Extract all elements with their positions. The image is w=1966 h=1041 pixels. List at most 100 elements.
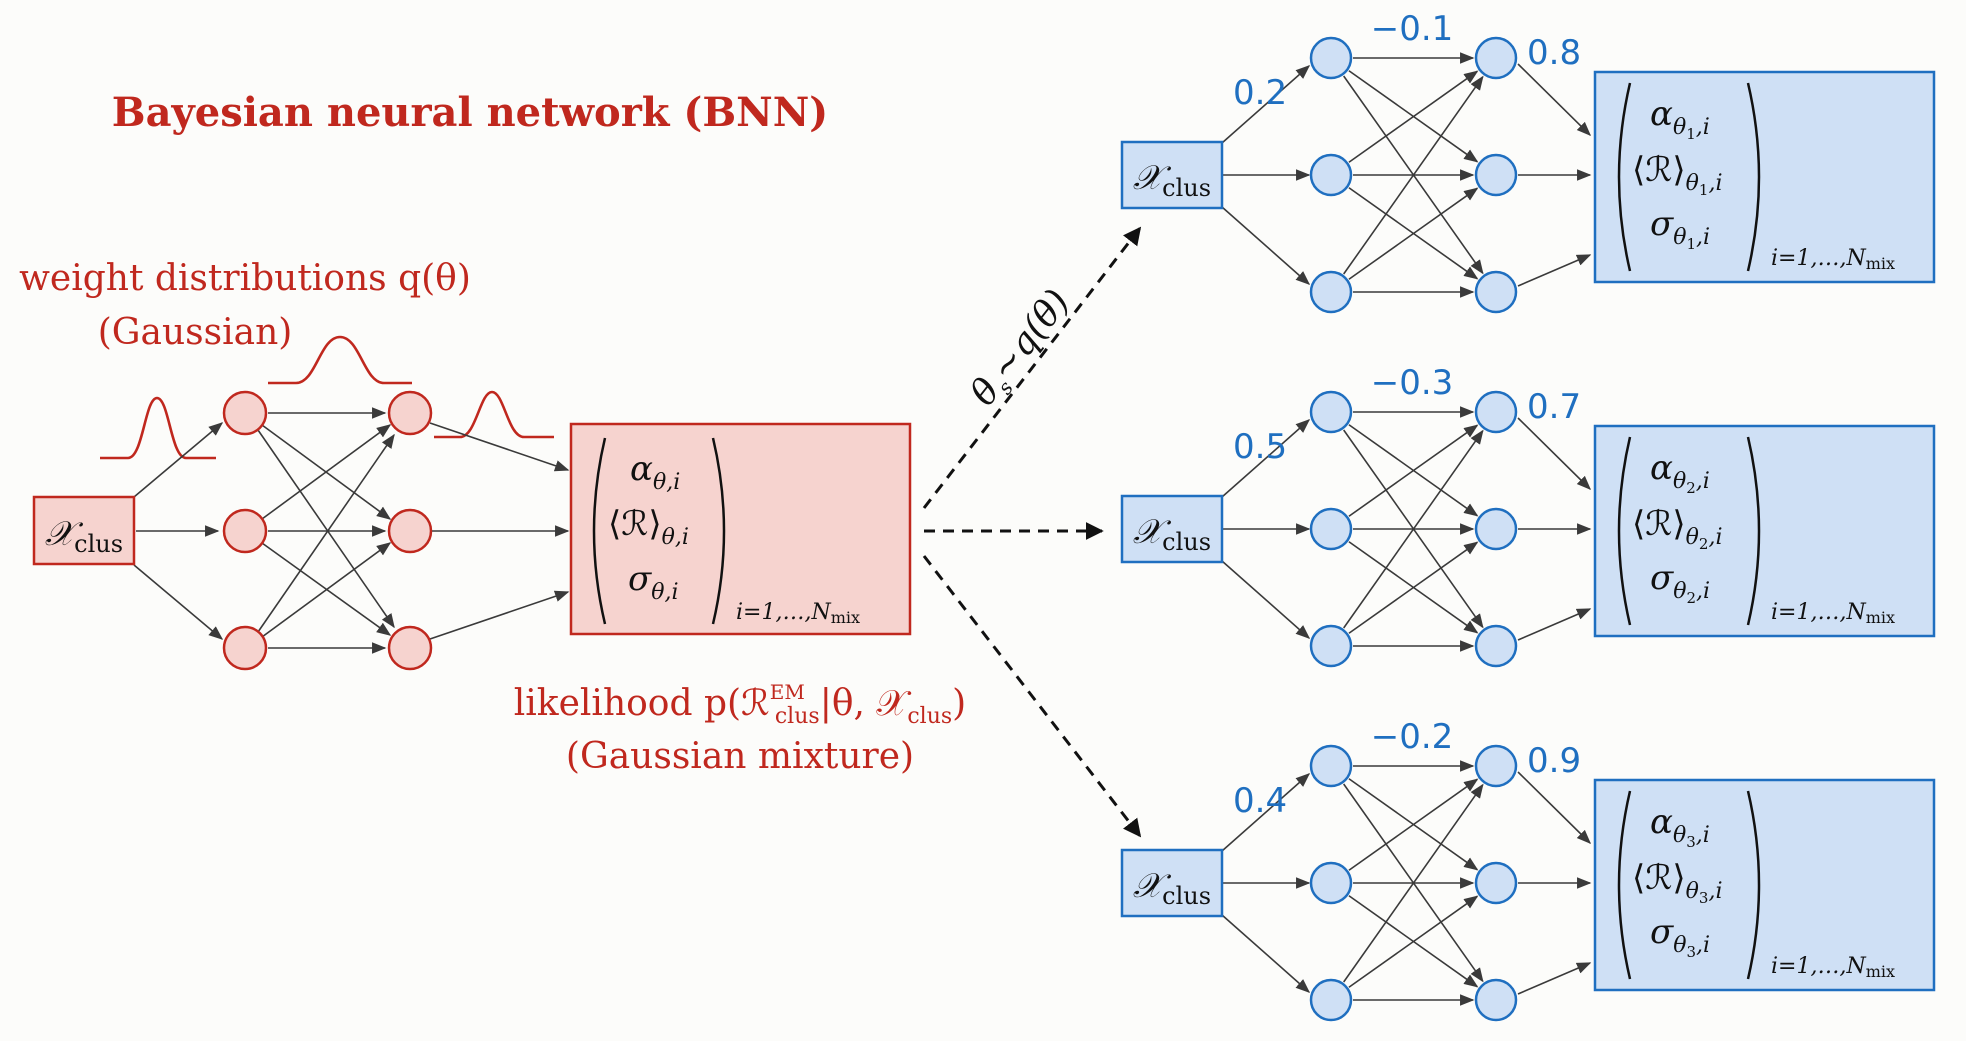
output-R-subscript-i: ,i: [1708, 171, 1722, 196]
output-R-subscript: θ,i: [662, 525, 689, 550]
network-edge: [1221, 773, 1311, 852]
bnn-output-box: αθ,i ⟨ℛ⟩θ,i σθ,i i=1,…,Nmix: [569, 422, 912, 636]
input-subscript: clus: [1162, 528, 1211, 556]
output-range: i=1,…,N: [1771, 246, 1866, 271]
weights-label: weight distributions q(θ): [19, 258, 471, 299]
output-R-subscript: θ: [1686, 171, 1699, 196]
likelihood-end: ): [952, 683, 966, 724]
likelihood-sup: EM: [770, 680, 805, 704]
weight-label-input: 0.5: [1233, 427, 1287, 467]
output-R: ⟨ℛ⟩: [1632, 858, 1686, 898]
svg-text:σθ,i: σθ,i: [628, 559, 679, 605]
network-edge: [1221, 914, 1311, 993]
network-node: [1309, 744, 1353, 788]
network-node: [1309, 624, 1353, 668]
output-range: i=1,…,N: [1771, 600, 1866, 625]
svg-text:⟨ℛ⟩θ1,i: ⟨ℛ⟩θ1,i: [1632, 150, 1722, 199]
network-edge: [1221, 65, 1311, 144]
sample-index: 3: [1686, 833, 1696, 851]
svg-text:αθ3,i: αθ3,i: [1650, 802, 1710, 851]
sampled-network-3: 𝒳clus0.4−0.20.9αθ3,i⟨ℛ⟩θ3,iσθ3,ii=1,…,Nm…: [1120, 717, 1936, 1022]
svg-text:i=1,…,Nmix: i=1,…,Nmix: [1771, 600, 1895, 627]
output-alpha-subscript-i: ,i: [1696, 115, 1710, 140]
svg-text:⟨ℛ⟩θ,i: ⟨ℛ⟩θ,i: [608, 504, 689, 550]
output-sigma: σ: [628, 559, 652, 599]
likelihood-mid: |θ, 𝒳: [820, 683, 912, 724]
weights-sublabel: (Gaussian): [98, 312, 293, 353]
output-R: ⟨ℛ⟩: [1632, 150, 1686, 190]
sample-index: 1: [1686, 125, 1696, 143]
likelihood-sublabel: (Gaussian mixture): [566, 736, 914, 777]
network-node: [1474, 153, 1518, 197]
output-R-subscript: θ: [1686, 879, 1699, 904]
output-sigma-subscript-i: ,i: [1696, 933, 1710, 958]
svg-text:𝒳clus: 𝒳clus: [45, 514, 123, 558]
output-sigma-subscript: θ: [1673, 225, 1686, 250]
sample-index: 2: [1686, 479, 1696, 497]
sample-index: 3: [1686, 943, 1696, 961]
gaussian-curve-2: [268, 335, 412, 385]
svg-text:σθ1,i: σθ1,i: [1650, 204, 1710, 253]
network-node: [1474, 861, 1518, 905]
output-range-subscript: mix: [1866, 962, 1895, 981]
network-edge: [1348, 541, 1479, 634]
network-edge: [1517, 608, 1592, 641]
output-R-subscript-i: ,i: [1708, 879, 1722, 904]
network-edge: [1343, 429, 1484, 629]
network-node: [1309, 270, 1353, 314]
sample-input-box: 𝒳clus: [1120, 494, 1224, 564]
network-node: [1474, 507, 1518, 551]
output-range-subscript: mix: [1866, 608, 1895, 627]
network-node: [1474, 270, 1518, 314]
bnn-hidden2-node: [387, 390, 433, 436]
network-edge: [1517, 962, 1592, 995]
network-node: [1309, 507, 1353, 551]
diagram-title: Bayesian neural network (BNN): [112, 89, 828, 136]
svg-text:αθ,i: αθ,i: [630, 449, 680, 495]
likelihood-sub2: clus: [907, 704, 952, 729]
output-range-subscript: mix: [831, 608, 860, 627]
network-edge: [1221, 206, 1311, 285]
output-sigma: σ: [1650, 912, 1674, 952]
bnn-hidden2-node: [387, 625, 433, 671]
svg-text:i=1,…,Nmix: i=1,…,Nmix: [1771, 954, 1895, 981]
gaussian-curve-1: [100, 396, 216, 460]
output-R: ⟨ℛ⟩: [1632, 504, 1686, 544]
network-node: [1309, 390, 1353, 434]
svg-text:αθ1,i: αθ1,i: [1650, 94, 1710, 143]
output-alpha: α: [1650, 94, 1673, 134]
sampled-network-2: 𝒳clus0.5−0.30.7αθ2,i⟨ℛ⟩θ2,iσθ2,ii=1,…,Nm…: [1120, 363, 1936, 668]
network-node: [1474, 744, 1518, 788]
sampled-networks: 𝒳clus0.2−0.10.8αθ1,i⟨ℛ⟩θ1,iσθ1,ii=1,…,Nm…: [1120, 9, 1936, 1022]
sampled-network-1: 𝒳clus0.2−0.10.8αθ1,i⟨ℛ⟩θ1,iσθ1,ii=1,…,Nm…: [1120, 9, 1936, 314]
network-edge: [1348, 895, 1479, 988]
network-node: [1309, 153, 1353, 197]
output-R: ⟨ℛ⟩: [608, 504, 662, 544]
weight-label-input: 0.4: [1233, 781, 1287, 821]
network-edge: [1517, 417, 1592, 491]
input-subscript: clus: [74, 530, 123, 558]
likelihood-sub: clus: [775, 704, 820, 729]
output-alpha-subscript: θ: [1673, 823, 1686, 848]
network-edge: [1343, 783, 1484, 983]
likelihood-prefix: likelihood p(ℛ: [514, 683, 770, 724]
output-alpha: α: [1650, 802, 1673, 842]
output-sigma-subscript-i: ,i: [1696, 579, 1710, 604]
network-edge: [1343, 75, 1484, 275]
output-range: i=1,…,N: [736, 600, 831, 625]
network-edge: [1348, 187, 1479, 280]
bnn-edges: [133, 407, 570, 654]
bnn-hidden1-node: [222, 390, 268, 436]
svg-text:i=1,…,Nmix: i=1,…,Nmix: [736, 600, 860, 627]
input-subscript: clus: [1162, 174, 1211, 202]
output-R-subscript-i: ,i: [1708, 525, 1722, 550]
weight-label-hidden: −0.2: [1371, 717, 1454, 757]
output-alpha-subscript: θ,i: [653, 470, 680, 495]
network-edge: [1517, 254, 1592, 287]
weight-label-hidden: −0.3: [1371, 363, 1454, 403]
output-alpha: α: [1650, 448, 1673, 488]
sample-index: 1: [1699, 181, 1709, 199]
bnn-input-box: 𝒳clus: [32, 495, 136, 566]
